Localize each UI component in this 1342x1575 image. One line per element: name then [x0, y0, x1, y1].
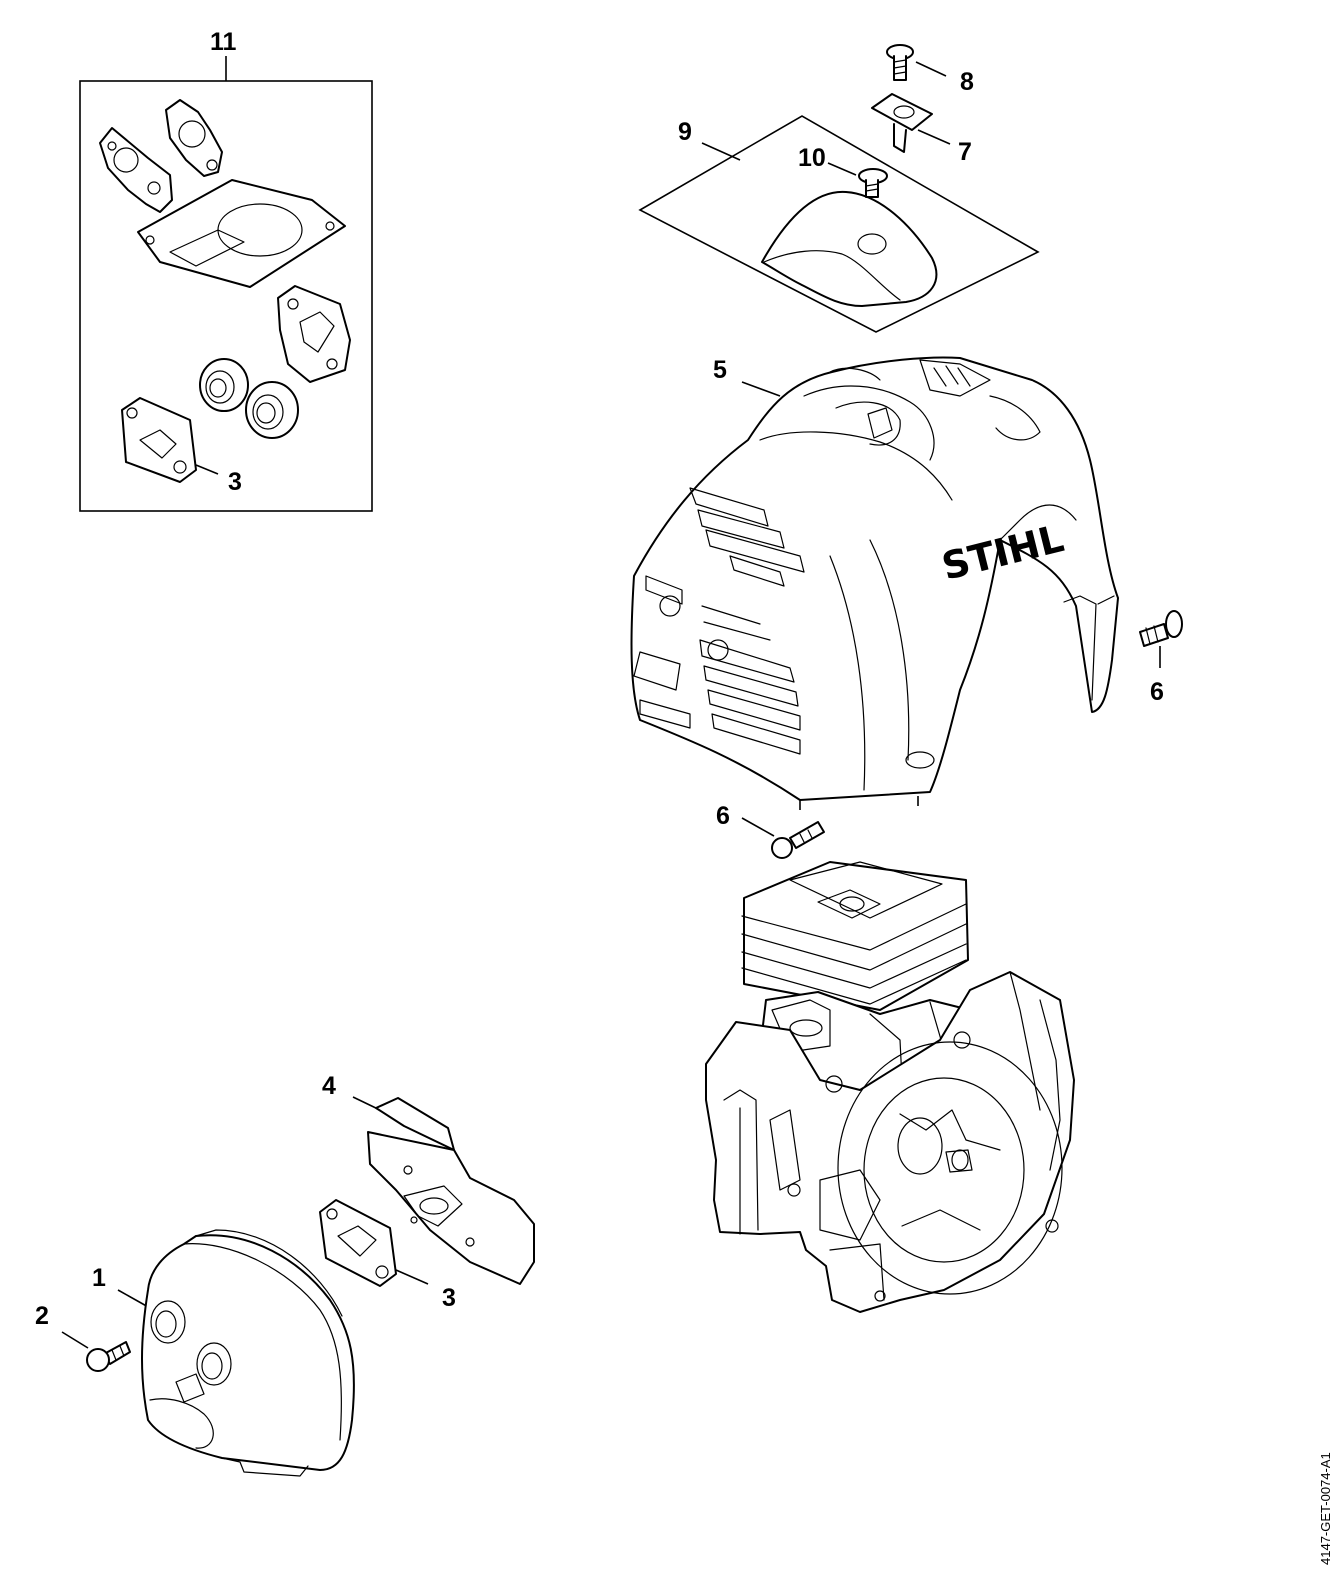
- top-cap: [761, 190, 938, 307]
- cap-kit-frame: [638, 115, 1040, 333]
- label-8: 8: [960, 68, 974, 96]
- leader-10: [827, 162, 857, 176]
- screw-2: [86, 1341, 131, 1372]
- label-6a: 6: [716, 802, 730, 830]
- intake-gasket-left: [99, 127, 173, 213]
- leader-6a: [741, 817, 775, 837]
- label-9: 9: [678, 118, 692, 146]
- leader-9: [701, 142, 741, 161]
- leader-7: [917, 129, 951, 145]
- cylinder-base-gasket: [137, 179, 346, 288]
- diagram-code: 4147-GET-0074-A1: [1318, 1452, 1333, 1565]
- muffler-gasket-small: [277, 285, 351, 383]
- label-2: 2: [35, 1302, 49, 1330]
- leader-1: [117, 1289, 151, 1309]
- leader-5: [741, 381, 781, 397]
- label-6b: 6: [1150, 678, 1164, 706]
- label-7: 7: [958, 138, 972, 166]
- screw-10: [858, 168, 888, 198]
- engine-crankcase: [705, 861, 1075, 1313]
- oil-seal-2: [245, 381, 299, 439]
- muffler-gasket-3: [319, 1199, 397, 1287]
- label-5: 5: [713, 356, 727, 384]
- leader-2: [61, 1331, 89, 1349]
- label-3a: 3: [228, 468, 242, 496]
- leader-8: [915, 61, 947, 77]
- leader-3b: [395, 1269, 429, 1285]
- label-11: 11: [210, 28, 237, 56]
- clip-plate-7: [871, 93, 933, 153]
- oil-seal-1: [199, 358, 249, 412]
- gasket-set-kit: [79, 56, 373, 512]
- screw-6-right: [1139, 610, 1183, 647]
- cover-cap-kit: [638, 115, 1040, 333]
- leader-3a: [195, 464, 219, 475]
- screw-8: [886, 44, 914, 81]
- label-4: 4: [322, 1072, 336, 1100]
- label-1: 1: [92, 1264, 106, 1292]
- heat-shield-4: [367, 1097, 535, 1285]
- screw-6-bottom: [771, 821, 825, 859]
- intake-gasket-right: [165, 99, 223, 177]
- muffler-1: [141, 1229, 355, 1477]
- label-3b: 3: [442, 1284, 456, 1312]
- shroud-5: STIHL: [630, 356, 1119, 810]
- label-10: 10: [798, 144, 826, 172]
